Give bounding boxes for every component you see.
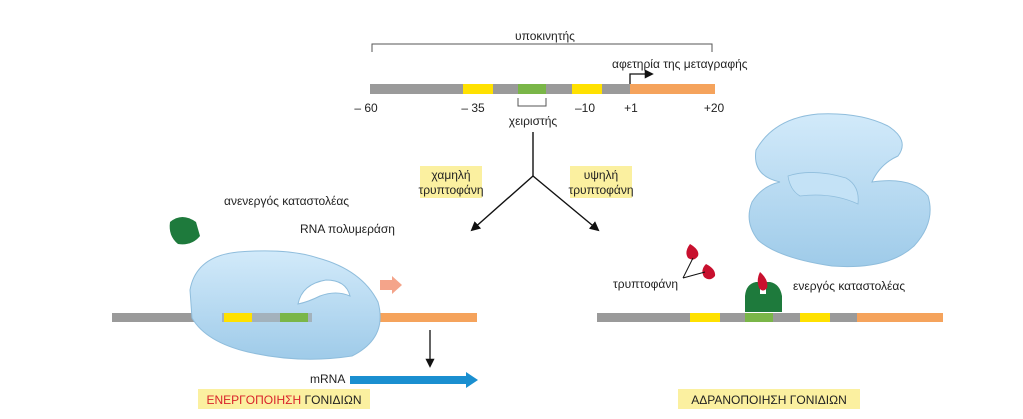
detached-polymerase-cleft bbox=[787, 172, 859, 205]
rna-polymerase-shape bbox=[189, 250, 381, 360]
tryptophan-molecule-1 bbox=[686, 244, 699, 260]
mrna-label: mRNA bbox=[310, 372, 345, 386]
condition-high-line2: τρυπτοφάνη bbox=[568, 183, 633, 197]
left-box-minus35 bbox=[224, 313, 252, 322]
condition-high-line1: υψηλή bbox=[584, 168, 618, 182]
condition-low: χαμηλή τρυπτοφάνη bbox=[418, 166, 484, 198]
pos-plus20: +20 bbox=[704, 101, 725, 115]
tryptophan-label: τρυπτοφάνη bbox=[613, 277, 678, 291]
left-panel: ανενεργός καταστολέας RNA πολυμεράση mRN… bbox=[112, 194, 478, 409]
promoter-bracket bbox=[371, 43, 713, 52]
transcribed-region bbox=[630, 84, 715, 94]
activation-caption-red: ΕΝΕΡΓΟΠΟΙΗΣΗ bbox=[207, 393, 302, 407]
activation-caption-box bbox=[198, 389, 370, 409]
inactivation-caption: ΑΔΡΑΝΟΠΟΙΗΣΗ ΓΟΝΙΔΙΩΝ bbox=[691, 393, 846, 407]
arrow-high bbox=[532, 175, 600, 232]
pos-minus60: – 60 bbox=[354, 101, 378, 115]
start-site-label: αφετηρία της μεταγραφής bbox=[612, 57, 748, 71]
right-operator bbox=[745, 313, 773, 322]
inactivation-caption-box bbox=[678, 389, 860, 409]
branch-arrows bbox=[470, 132, 600, 232]
rna-polymerase-cleft bbox=[297, 279, 351, 305]
condition-high: υψηλή τρυπτοφάνη bbox=[568, 166, 634, 198]
pos-minus10: –10 bbox=[575, 101, 595, 115]
tryptophan-pointer-lines bbox=[682, 257, 706, 279]
pos-plus1: +1 bbox=[624, 101, 638, 115]
condition-low-line1: χαμηλή bbox=[431, 168, 470, 182]
right-transcribed-region bbox=[857, 313, 943, 322]
box-minus35 bbox=[463, 84, 493, 94]
polymerase-movement-arrow bbox=[380, 276, 402, 294]
rna-polymerase-label: RNA πολυμεράση bbox=[300, 222, 395, 236]
active-repressor-label: ενεργός καταστολέας bbox=[793, 279, 905, 293]
tryptophan-molecule-2 bbox=[702, 264, 716, 280]
inactive-repressor-shape bbox=[169, 217, 200, 245]
operator-label: χειριστής bbox=[509, 114, 558, 128]
right-box-minus35 bbox=[690, 313, 720, 322]
pos-minus35: – 35 bbox=[461, 101, 485, 115]
box-minus10 bbox=[572, 84, 602, 94]
inactive-repressor-label: ανενεργός καταστολέας bbox=[224, 194, 349, 208]
condition-low-box bbox=[420, 166, 482, 198]
operator-segment bbox=[518, 84, 546, 94]
right-panel: τρυπτοφάνη ενεργός καταστολέας ΑΔΡΑΝΟΠΟΙ… bbox=[597, 113, 943, 409]
left-dna-inner-gray bbox=[222, 313, 312, 322]
promoter-map: υποκινητής αφετηρία της μεταγραφής – 60 … bbox=[354, 29, 747, 128]
active-repressor-shape bbox=[745, 282, 782, 312]
mrna-arrow bbox=[350, 372, 478, 388]
activation-caption-black: ΓΟΝΙΔΙΩΝ bbox=[301, 393, 361, 407]
activation-caption: ΕΝΕΡΓΟΠΟΙΗΣΗ ΓΟΝΙΔΙΩΝ bbox=[207, 393, 362, 407]
arrow-low bbox=[470, 175, 534, 232]
left-operator bbox=[280, 313, 308, 322]
bound-tryptophan bbox=[757, 272, 768, 291]
right-box-minus10 bbox=[800, 313, 830, 322]
promoter-dna-gray bbox=[370, 84, 630, 94]
left-transcribed-region bbox=[380, 313, 477, 322]
right-dna-gray bbox=[597, 313, 859, 322]
promoter-label: υποκινητής bbox=[515, 29, 575, 43]
condition-high-box bbox=[570, 166, 632, 198]
start-site-arrow bbox=[629, 69, 654, 84]
operator-bracket bbox=[517, 98, 547, 107]
condition-low-line2: τρυπτοφάνη bbox=[418, 183, 483, 197]
